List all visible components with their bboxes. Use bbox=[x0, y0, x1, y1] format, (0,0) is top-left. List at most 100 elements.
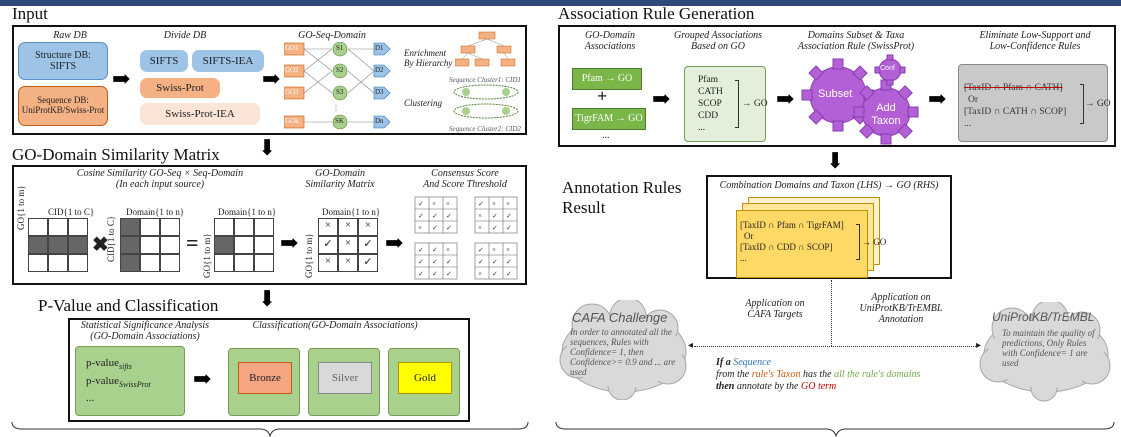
app-cafa-line2: CAFA Targets bbox=[747, 309, 803, 320]
rule-sheet bbox=[736, 210, 868, 278]
multiply-icon: ✖ bbox=[92, 234, 109, 256]
svg-text:✓: ✓ bbox=[432, 246, 438, 254]
right-brace bbox=[555, 421, 1115, 437]
svg-text:✓: ✓ bbox=[418, 246, 424, 254]
arrow-down-icon: ⬇ bbox=[258, 286, 277, 311]
svg-text:✓: ✓ bbox=[506, 270, 512, 278]
annot-rule-2: [TaxID ∩ CDD ∩ SCOP] bbox=[740, 242, 833, 252]
seq-cluster-1: Sequence Cluster1: CID1 bbox=[449, 76, 521, 84]
app-uni-line1: Application on bbox=[871, 292, 931, 303]
sequence-db-line2: UniProtKB/Swiss-Prot bbox=[21, 105, 105, 115]
d-node-3: D3 bbox=[375, 88, 384, 96]
stat-line1: Statistical Significance Analysis bbox=[80, 320, 210, 331]
enrichment-panel bbox=[397, 25, 527, 135]
connector-vertical bbox=[831, 280, 832, 346]
pvalue-ellipsis: ... bbox=[86, 392, 95, 404]
matrix-cell: × bbox=[338, 236, 358, 254]
if-domains: all the rule's domains bbox=[834, 369, 921, 380]
classification-title: Classification(GO-Domain Associations) bbox=[252, 320, 418, 331]
svg-text:✓: ✓ bbox=[478, 200, 484, 208]
assoc-col2-line1: Grouped Associations bbox=[673, 30, 763, 41]
rule-dots: ... bbox=[964, 119, 972, 129]
app-uni-line3: Annotation bbox=[878, 314, 924, 325]
cosine-line2: (In each input source) bbox=[115, 179, 205, 190]
svg-text:×: × bbox=[506, 200, 510, 208]
arrow-icon: ➡ bbox=[652, 86, 671, 111]
arrow-down-icon: ⬇ bbox=[258, 135, 277, 160]
cafa-text: In order to annotated all the sequences,… bbox=[570, 327, 676, 377]
if-from: from the bbox=[716, 369, 752, 380]
grouped-item: Pfam bbox=[698, 75, 719, 85]
cosine-label: Cosine Similarity GO-Seq × Seq-Domain (I… bbox=[50, 168, 270, 190]
consensus-line1: Consensus Score bbox=[431, 168, 499, 179]
gears-graphic bbox=[801, 54, 919, 145]
d-node-n: Dn bbox=[375, 117, 384, 125]
pvalue-sifts-sub: sifts bbox=[118, 362, 132, 372]
svg-text:×: × bbox=[418, 224, 422, 232]
svg-text:×: × bbox=[506, 246, 510, 254]
svg-text:×: × bbox=[432, 200, 436, 208]
grouped-item: SCOP bbox=[698, 99, 722, 109]
go-node-3: GO3 bbox=[285, 88, 299, 96]
svg-text:✓: ✓ bbox=[418, 270, 424, 278]
matrix-cell: ✓ bbox=[318, 236, 338, 254]
arrow-icon: ➡ bbox=[280, 230, 299, 255]
stat-line2: (GO-Domain Associations) bbox=[90, 331, 200, 342]
arrow-icon: ➡ bbox=[262, 66, 281, 91]
s-node-1: S1 bbox=[336, 44, 344, 52]
svg-text:✓: ✓ bbox=[432, 212, 438, 220]
assoc-col2-line2: Based on GO bbox=[691, 41, 745, 52]
svg-text:✓: ✓ bbox=[446, 258, 452, 266]
svg-text:✓: ✓ bbox=[446, 212, 452, 220]
svg-text:✓: ✓ bbox=[506, 224, 512, 232]
domain-label-1: Domain{1 to n} bbox=[126, 207, 185, 217]
go-domain-matrix bbox=[214, 218, 274, 272]
pvalue-sifts-text: p-value bbox=[86, 357, 119, 369]
assoc-col4-line2: Low-Confidence Rules bbox=[989, 41, 1081, 52]
go-label-1: GO{1 to m} bbox=[16, 185, 26, 230]
svg-text:×: × bbox=[478, 212, 482, 220]
svg-text:✓: ✓ bbox=[492, 224, 498, 232]
annot-rules: [TaxID ∩ Pfam ∩ TigrFAM] Or [TaxID ∩ CDD… bbox=[740, 220, 844, 264]
if-then: then bbox=[716, 381, 735, 392]
section-title-assoc: Association Rule Generation bbox=[558, 4, 755, 23]
assoc-col3-label: Domains Subset & Taxa Association Rule (… bbox=[786, 30, 926, 52]
svg-text:×: × bbox=[446, 246, 450, 254]
matrix-cell: × bbox=[338, 218, 358, 236]
if-annotate: annotate by the bbox=[734, 381, 801, 392]
svg-text:×: × bbox=[492, 246, 496, 254]
bronze-badge: Bronze bbox=[238, 362, 292, 394]
matrix-cell: × bbox=[318, 254, 338, 272]
plus-icon: + bbox=[597, 86, 608, 106]
assoc-dots: ... bbox=[602, 130, 610, 141]
annot-rule-1: [TaxID ∩ Pfam ∩ TigrFAM] bbox=[740, 220, 844, 230]
app-cafa-line1: Application on bbox=[745, 298, 805, 309]
swissprot-box: Swiss-Prot bbox=[140, 78, 220, 98]
grouped-scroll bbox=[684, 66, 766, 142]
grouped-arrow-go: → GO bbox=[742, 99, 768, 109]
svg-text:✓: ✓ bbox=[418, 200, 424, 208]
svg-text:×: × bbox=[446, 200, 450, 208]
assoc-col4-label: Eliminate Low-Support and Low-Confidence… bbox=[960, 30, 1110, 52]
d-node-1: D1 bbox=[375, 44, 384, 52]
go-label-3: GO{1 to m} bbox=[304, 233, 314, 278]
svg-text:✓: ✓ bbox=[492, 258, 498, 266]
svg-text:×: × bbox=[492, 200, 496, 208]
s-node-k: SK bbox=[335, 117, 344, 125]
sequence-db: Sequence DB: UniProtKB/Swiss-Prot bbox=[18, 86, 108, 126]
clustering-label: Clustering bbox=[404, 98, 443, 108]
pvalue-swiss: p-valueSwissProt bbox=[86, 375, 151, 389]
assoc-col1-line1: GO-Domain bbox=[585, 30, 635, 41]
svg-text:✓: ✓ bbox=[432, 270, 438, 278]
enrichment-label: Enrichment By Hierarchy bbox=[404, 48, 460, 68]
annot-rule-dots: ... bbox=[740, 253, 747, 263]
section-title-pvalue: P-Value and Classification bbox=[38, 296, 219, 315]
s-node-2: S2 bbox=[336, 66, 344, 74]
arrow-down-icon: ⬇ bbox=[826, 148, 845, 173]
domain-label-2: Domain{1 to n} bbox=[218, 207, 277, 217]
app-uni-line2: UniProtKB/TrEMBL bbox=[859, 303, 943, 314]
svg-text:✓: ✓ bbox=[432, 258, 438, 266]
matrix-cell: ✓ bbox=[358, 254, 378, 272]
combo-title: Combination Domains and Taxon (LHS) → GO… bbox=[719, 180, 939, 191]
arrow-icon: ➡ bbox=[193, 366, 212, 391]
